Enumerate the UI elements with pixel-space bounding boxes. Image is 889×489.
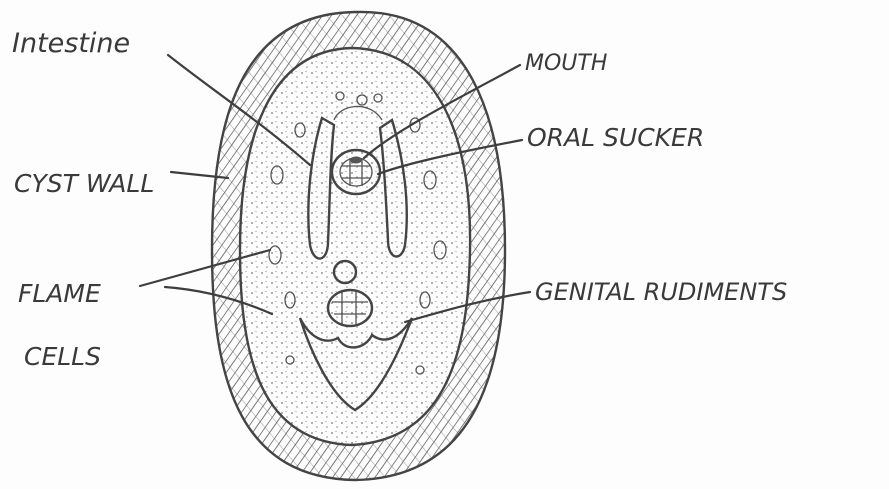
label-cyst-wall: CYST WALL	[14, 169, 154, 198]
label-flame-cells-line1: FLAME	[18, 279, 101, 308]
mouth-opening	[350, 157, 362, 164]
label-oral-sucker: ORAL SUCKER	[527, 123, 704, 152]
label-intestine: Intestine	[12, 28, 130, 59]
label-mouth: MOUTH	[525, 51, 607, 76]
label-genital-rudiments: GENITAL RUDIMENTS	[535, 278, 787, 306]
label-flame-cells-line2: CELLS	[24, 342, 101, 371]
